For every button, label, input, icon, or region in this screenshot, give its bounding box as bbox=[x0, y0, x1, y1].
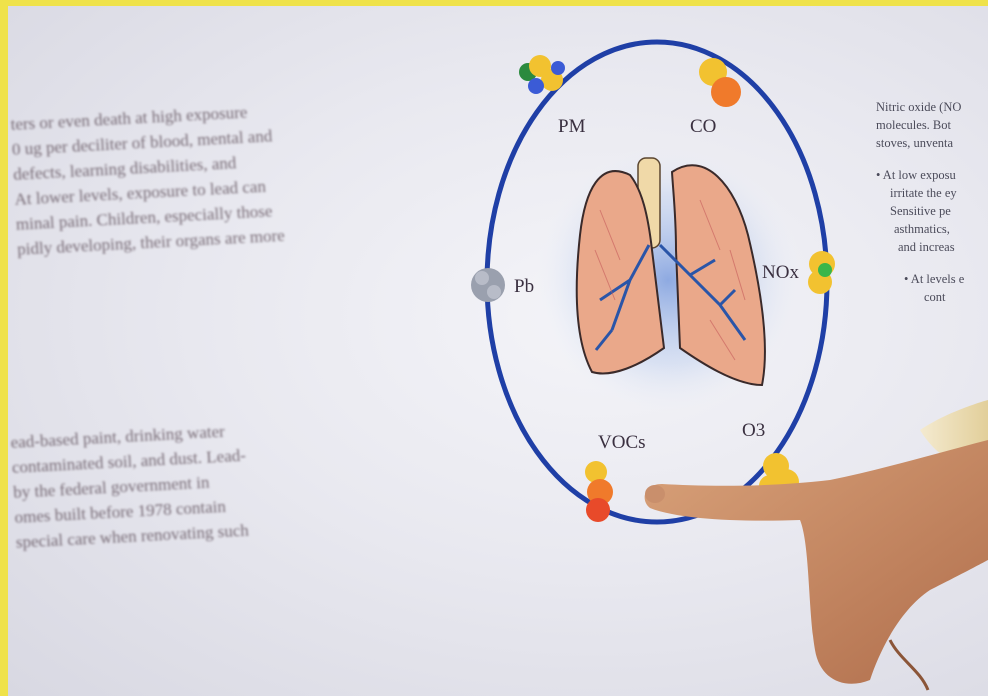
co-label: CO bbox=[690, 116, 716, 138]
pb-molecule bbox=[471, 268, 505, 302]
vocs-label: VOCs bbox=[598, 432, 646, 454]
hand-skin bbox=[645, 440, 988, 684]
pointing-hand bbox=[645, 400, 988, 690]
co-molecule bbox=[699, 58, 741, 107]
fingertip bbox=[645, 485, 665, 503]
nox-label: NOx bbox=[762, 262, 799, 284]
o3-label: O3 bbox=[742, 420, 765, 442]
nox-molecule bbox=[808, 251, 835, 294]
pb-label: Pb bbox=[514, 276, 534, 298]
vocs-molecule bbox=[585, 461, 613, 522]
pm-molecule bbox=[519, 55, 565, 94]
pm-label: PM bbox=[558, 116, 585, 138]
